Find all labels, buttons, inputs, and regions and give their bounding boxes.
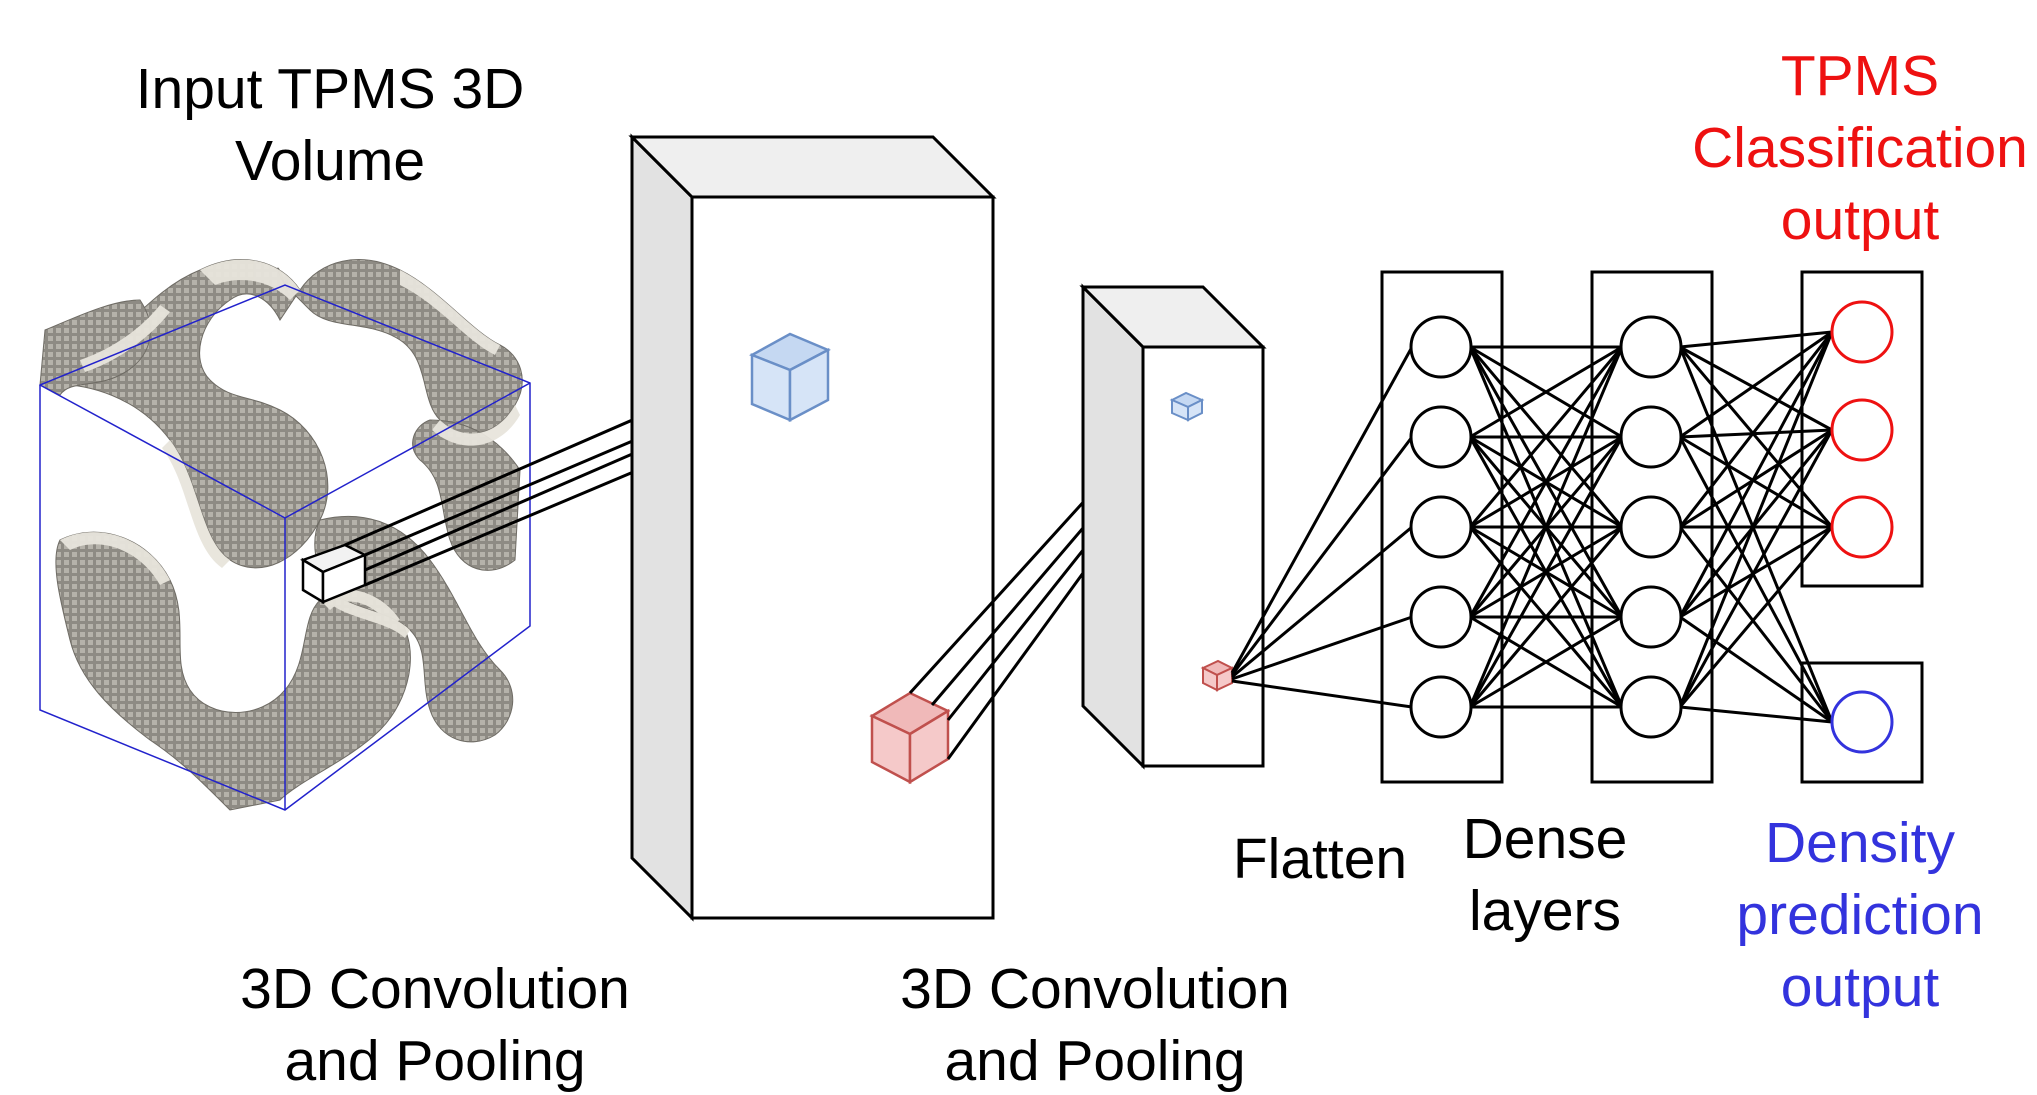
- labels: Input TPMS 3D Volume 3D Convolution and …: [136, 44, 2028, 1093]
- input-label-line2: Volume: [235, 129, 425, 193]
- input-label-line1: Input TPMS 3D: [136, 57, 525, 121]
- dense-label-line2: layers: [1469, 879, 1621, 943]
- dense-2-node: [1619, 675, 1683, 739]
- conv2-red-kernel-cube: [1200, 659, 1235, 692]
- dense-layer-1-nodes: [1409, 315, 1473, 739]
- conv1-red-kernel-cube: [869, 691, 951, 785]
- dense-1-node: [1409, 495, 1473, 559]
- conv2-label-line1: 3D Convolution: [900, 957, 1290, 1021]
- conv2-label-line2: and Pooling: [944, 1029, 1245, 1093]
- conv1-label-line1: 3D Convolution: [240, 957, 630, 1021]
- conv1-label-line2: and Pooling: [284, 1029, 585, 1093]
- conv-block-1: [628, 133, 997, 922]
- dense-2-node: [1619, 495, 1683, 559]
- conv2-blue-kernel-cube: [1169, 391, 1205, 422]
- conv-block-2: [1079, 283, 1267, 770]
- dense-label-line1: Dense: [1463, 807, 1628, 871]
- dense-1-to-2-connections: [1468, 345, 1624, 709]
- classification-output-nodes: [1830, 300, 1894, 559]
- density-node: [1830, 690, 1894, 754]
- flatten-label: Flatten: [1233, 827, 1407, 891]
- density-label-line2: prediction: [1736, 883, 1983, 947]
- dense-1-node: [1409, 675, 1473, 739]
- dense-1-node: [1409, 585, 1473, 649]
- dense-layer-2-nodes: [1619, 315, 1683, 739]
- dense-2-to-output-connections: [1678, 330, 1834, 724]
- dense-1-node: [1409, 405, 1473, 469]
- dense-network: [1230, 270, 1924, 784]
- classification-node: [1830, 398, 1894, 462]
- classification-label-line2: Classification: [1692, 116, 2028, 180]
- dense-2-node: [1619, 315, 1683, 379]
- classification-node: [1830, 495, 1894, 559]
- density-label-line1: Density: [1765, 811, 1956, 875]
- tpms-highlights: [60, 259, 520, 638]
- classification-label-line1: TPMS: [1781, 44, 1939, 108]
- classification-label-line3: output: [1781, 188, 1940, 252]
- input-tpms-volume: [38, 259, 531, 811]
- density-label-line3: output: [1781, 955, 1940, 1019]
- conv1-blue-kernel-cube: [749, 332, 831, 423]
- bounding-box: [39, 284, 531, 811]
- classification-node: [1830, 300, 1894, 364]
- flatten-connections: [1230, 346, 1414, 709]
- dense-1-node: [1409, 315, 1473, 379]
- input-kernel-cube: [300, 543, 369, 605]
- dense-2-node: [1619, 405, 1683, 469]
- dense-2-node: [1619, 585, 1683, 649]
